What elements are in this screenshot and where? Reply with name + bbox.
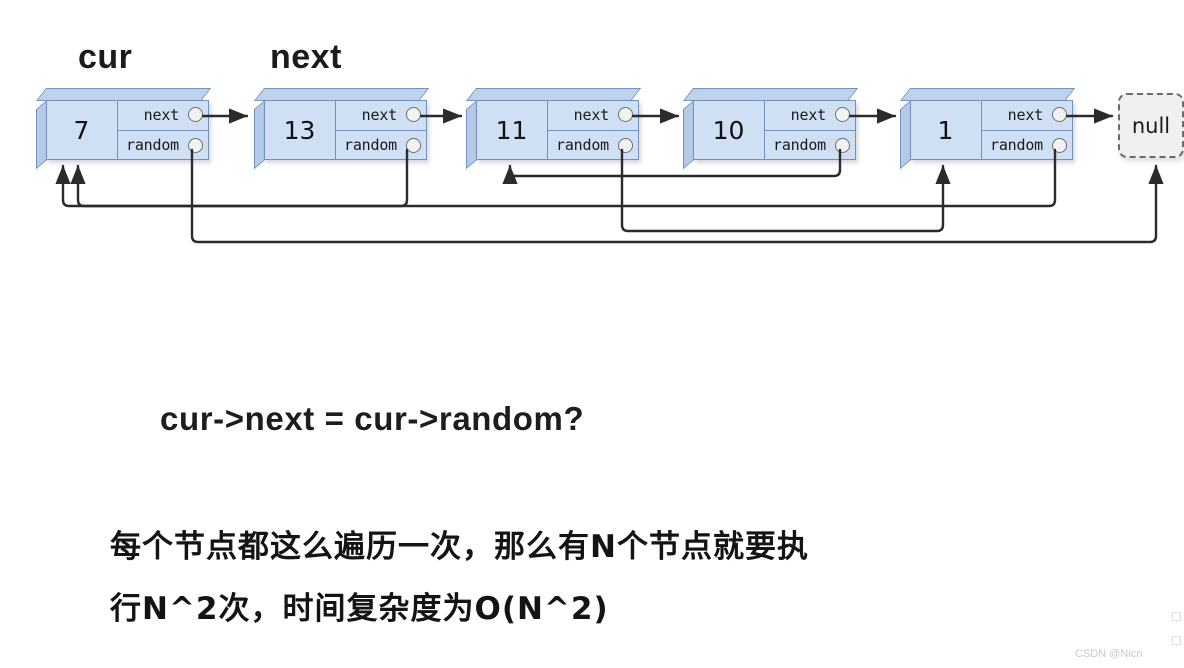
node-random-label: random bbox=[773, 136, 826, 155]
node-random-label: random bbox=[556, 136, 609, 155]
node-random-field[interactable]: random bbox=[118, 131, 209, 161]
node-random-label: random bbox=[990, 136, 1043, 155]
node-fields: next random bbox=[118, 100, 209, 160]
node-next-field[interactable]: next bbox=[336, 100, 427, 131]
node-value: 11 bbox=[476, 100, 548, 160]
node-next-label: next bbox=[573, 105, 610, 124]
list-node-13[interactable]: 13 next random bbox=[254, 88, 430, 170]
node-random-label: random bbox=[344, 136, 397, 155]
node-value: 10 bbox=[693, 100, 765, 160]
node-random-field[interactable]: random bbox=[336, 131, 427, 161]
pointer-label-next: next bbox=[270, 38, 342, 76]
caption-chinese-line-1: 每个节点都这么遍历一次，那么有N个节点就要执 bbox=[110, 529, 809, 565]
watermark-csdn: CSDN @Nicn bbox=[1075, 648, 1143, 660]
node-random-port-icon[interactable] bbox=[618, 137, 633, 153]
node-next-field[interactable]: next bbox=[548, 100, 639, 131]
node-value: 13 bbox=[264, 100, 336, 160]
node-random-field[interactable]: random bbox=[765, 131, 856, 161]
node-next-field[interactable]: next bbox=[118, 100, 209, 131]
node-next-field[interactable]: next bbox=[765, 100, 856, 131]
node-next-port-icon[interactable] bbox=[835, 107, 850, 123]
node-next-label: next bbox=[1007, 105, 1044, 124]
node-fields: next random bbox=[336, 100, 427, 160]
node-fields: next random bbox=[765, 100, 856, 160]
node-fields: next random bbox=[548, 100, 639, 160]
list-node-7[interactable]: 7 next random bbox=[36, 88, 212, 170]
caption-chinese-line-2: 行N^2次，时间复杂度为O(N^2) bbox=[110, 591, 609, 627]
list-node-10[interactable]: 10 next random bbox=[683, 88, 859, 170]
node-next-port-icon[interactable] bbox=[188, 107, 203, 123]
node-fields: next random bbox=[982, 100, 1073, 160]
node-next-port-icon[interactable] bbox=[406, 107, 421, 123]
node-value: 7 bbox=[46, 100, 118, 160]
node-next-label: next bbox=[790, 105, 827, 124]
random-arrow-7-to-null bbox=[190, 148, 1164, 244]
list-node-1[interactable]: 1 next random bbox=[900, 88, 1076, 170]
edge-artifact-icon bbox=[1172, 636, 1181, 645]
node-next-label: next bbox=[143, 105, 180, 124]
node-next-port-icon[interactable] bbox=[1052, 107, 1067, 123]
node-random-port-icon[interactable] bbox=[1052, 137, 1067, 153]
node-random-port-icon[interactable] bbox=[835, 137, 850, 153]
node-value: 1 bbox=[910, 100, 982, 160]
random-arrow-11-to-1 bbox=[620, 148, 951, 233]
node-next-label: next bbox=[361, 105, 398, 124]
node-next-port-icon[interactable] bbox=[618, 107, 633, 123]
caption-code-line: cur->next = cur->random? bbox=[160, 400, 585, 437]
pointer-label-cur: cur bbox=[78, 38, 133, 76]
null-terminator: null bbox=[1118, 93, 1184, 158]
edge-artifact-icon bbox=[1172, 612, 1181, 621]
node-random-port-icon[interactable] bbox=[406, 137, 421, 153]
node-random-port-icon[interactable] bbox=[188, 137, 203, 153]
node-random-field[interactable]: random bbox=[982, 131, 1073, 161]
node-random-field[interactable]: random bbox=[548, 131, 639, 161]
node-random-label: random bbox=[126, 136, 179, 155]
node-next-field[interactable]: next bbox=[982, 100, 1073, 131]
list-node-11[interactable]: 11 next random bbox=[466, 88, 642, 170]
